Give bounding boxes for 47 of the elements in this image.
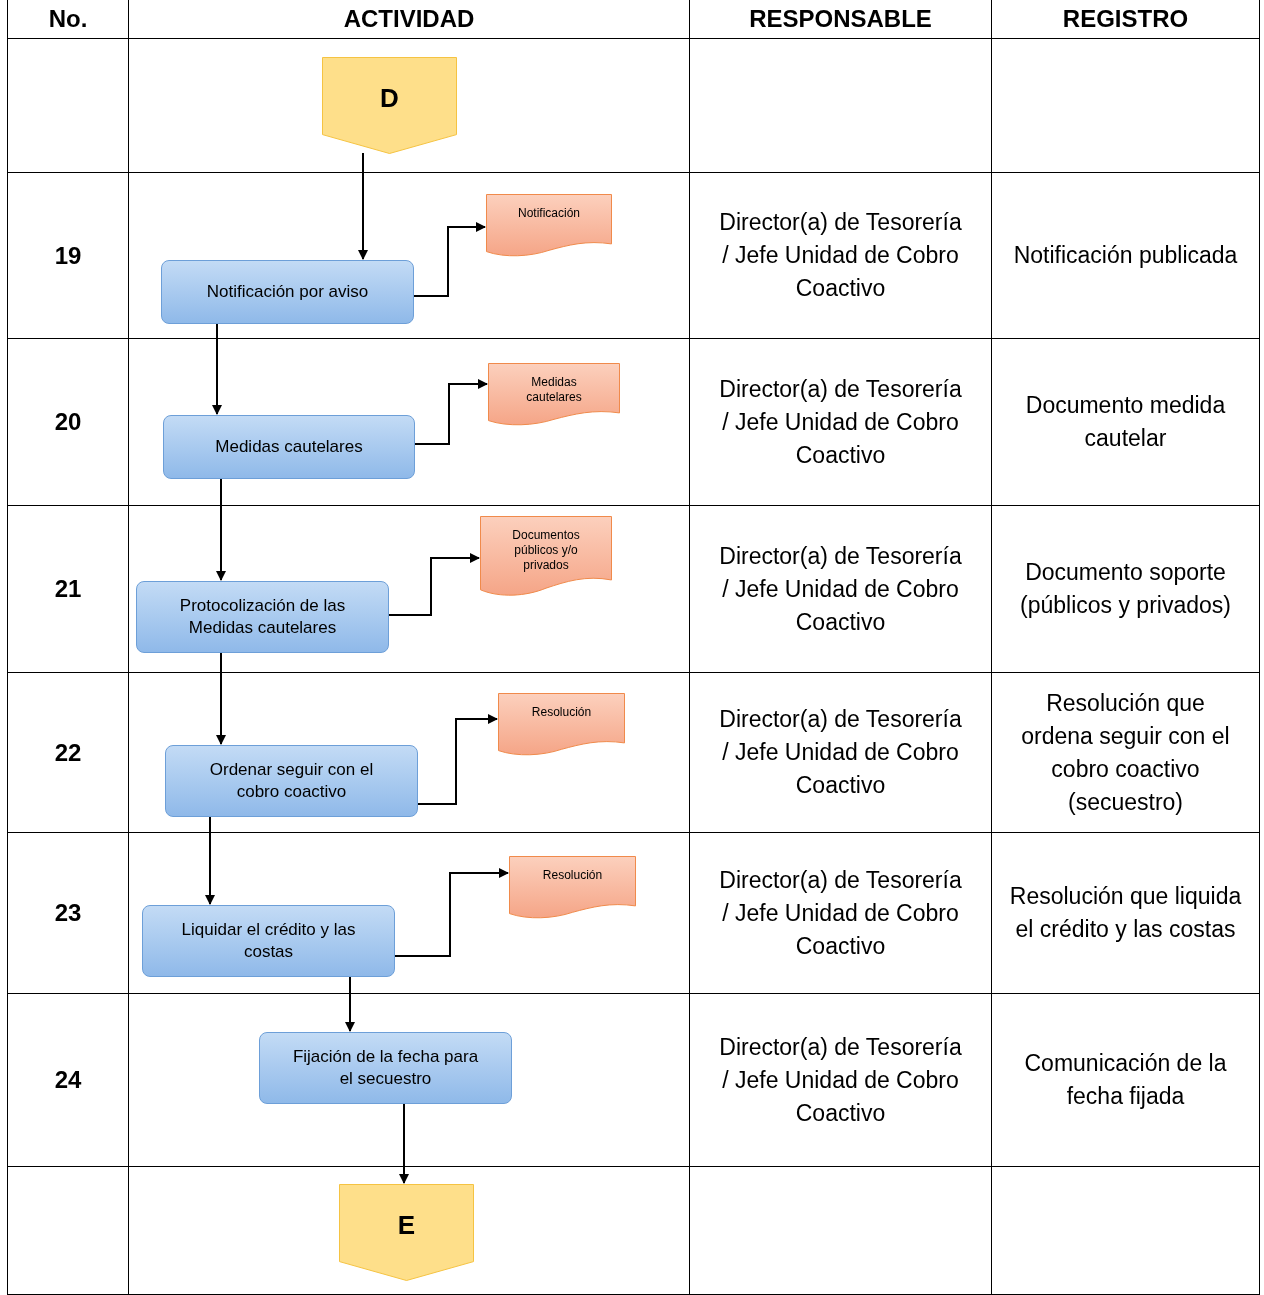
responsible-text: Director(a) de Tesorería / Jefe Unidad de Cobro Coactivo xyxy=(718,208,963,303)
arrow xyxy=(388,553,480,616)
process-box: Notificación por aviso xyxy=(161,260,414,324)
arrow xyxy=(216,652,226,745)
arrow xyxy=(394,868,509,957)
record-text: Resolución que liquida el crédito y las costas xyxy=(1008,882,1243,944)
responsible-text: Director(a) de Tesorería / Jefe Unidad de Cobro Coactivo xyxy=(718,1032,963,1128)
arrow xyxy=(205,816,215,905)
responsible-text: Director(a) de Tesorería / Jefe Unidad de Cobro Coactivo xyxy=(718,865,963,961)
record-text: Documento soporte (públicos y privados) xyxy=(1019,558,1232,620)
document-symbol: Notificación xyxy=(486,194,612,258)
arrow xyxy=(399,1103,409,1184)
process-box: Fijación de la fecha para el secuestro xyxy=(259,1032,512,1104)
arrow xyxy=(413,222,486,297)
arrow xyxy=(417,714,498,805)
step-number: 19 xyxy=(54,240,82,271)
step-number: 22 xyxy=(54,737,82,768)
document-symbol: Medidas cautelares xyxy=(488,363,620,427)
column-header: RESPONSABLE xyxy=(749,4,932,34)
process-box: Liquidar el crédito y las costas xyxy=(142,905,395,977)
responsible-text: Director(a) de Tesorería / Jefe Unidad de Cobro Coactivo xyxy=(718,374,963,470)
arrow xyxy=(216,478,226,581)
step-number: 23 xyxy=(54,898,82,928)
document-symbol: Resolución xyxy=(509,856,636,920)
arrow xyxy=(414,379,488,445)
column-header: ACTIVIDAD xyxy=(343,4,475,34)
step-number: 20 xyxy=(54,407,82,437)
record-text: Resolución que ordena seguir con el cobro coactivo (secuestro) xyxy=(1020,688,1231,817)
step-number: 21 xyxy=(54,574,82,604)
record-text: Documento medida cautelar xyxy=(1024,391,1227,453)
arrow xyxy=(345,976,355,1032)
document-symbol: Documentos públicos y/o privados xyxy=(480,516,612,598)
process-box: Ordenar seguir con el cobro coactivo xyxy=(165,745,418,817)
responsible-text: Director(a) de Tesorería / Jefe Unidad de Cobro Coactivo xyxy=(718,705,963,800)
document-symbol: Resolución xyxy=(498,693,625,757)
record-text: Notificación publicada xyxy=(1013,241,1238,270)
process-box: Medidas cautelares xyxy=(163,415,415,479)
column-header: REGISTRO xyxy=(1062,4,1189,34)
column-header: No. xyxy=(48,4,88,34)
record-text: Comunicación de la fecha fijada xyxy=(1023,1049,1228,1111)
arrow xyxy=(358,152,368,260)
off-page-connector: D xyxy=(322,57,457,154)
arrow xyxy=(212,323,222,415)
off-page-connector: E xyxy=(339,1184,474,1281)
step-number: 24 xyxy=(54,1065,82,1095)
responsible-text: Director(a) de Tesorería / Jefe Unidad de Cobro Coactivo xyxy=(718,541,963,637)
process-box: Protocolización de las Medidas cautelares xyxy=(136,581,389,653)
